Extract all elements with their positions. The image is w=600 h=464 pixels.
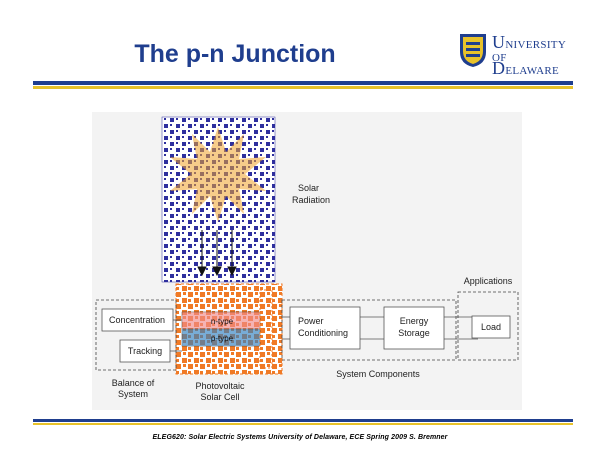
logo-wordmark: UNIVERSITY OF DELAWARE xyxy=(492,32,566,78)
tracking-label: Tracking xyxy=(128,346,162,356)
applications-box xyxy=(457,291,519,361)
balance-of-system-box xyxy=(95,299,177,371)
power-conditioning-label: Power xyxy=(298,316,324,326)
energy-storage-label: Energy xyxy=(400,316,429,326)
slide-title: The p-n Junction xyxy=(134,40,336,68)
logo-line1: NIVERSITY OF xyxy=(492,39,566,64)
photovoltaic-label-2: Solar Cell xyxy=(200,392,239,402)
shield-icon xyxy=(460,34,486,67)
power-conditioning-box xyxy=(289,306,361,350)
balance-of-system-label: Balance of xyxy=(112,378,155,388)
university-logo: UNIVERSITY OF DELAWARE xyxy=(458,30,578,77)
load-box xyxy=(471,315,511,339)
energy-storage-box xyxy=(383,306,445,350)
p-type-label: p-type xyxy=(211,334,234,343)
energy-storage-label-2: Storage xyxy=(398,328,430,338)
radiation-arrows xyxy=(197,230,237,277)
system-components-label: System Components xyxy=(336,369,420,379)
applications-label: Applications xyxy=(464,276,513,286)
power-conditioning-label-2: Conditioning xyxy=(298,328,348,338)
load-label: Load xyxy=(481,322,501,332)
footer-rule-gold xyxy=(33,423,573,425)
balance-of-system-label-2: System xyxy=(118,389,148,399)
slide-footer: ELEG620: Solar Electric Systems Universi… xyxy=(152,434,448,441)
logo-line2: ELAWARE xyxy=(505,65,560,77)
solar-radiation-label: Solar xyxy=(298,183,319,193)
system-components-box xyxy=(281,299,457,361)
solar-radiation-label-2: Radiation xyxy=(292,195,330,205)
footer-rule-blue xyxy=(33,419,573,422)
sun-icon xyxy=(170,127,266,222)
header-rule-gold xyxy=(33,86,573,89)
header-rule-blue xyxy=(33,81,573,85)
photovoltaic-label: Photovoltaic xyxy=(195,381,245,391)
concentration-label: Concentration xyxy=(109,315,165,325)
pv-system-diagram: Solar Radiation n-type p-type Concentrat… xyxy=(92,112,522,410)
cell-inner-dashed xyxy=(259,289,273,369)
n-type-label: n-type xyxy=(211,317,234,326)
